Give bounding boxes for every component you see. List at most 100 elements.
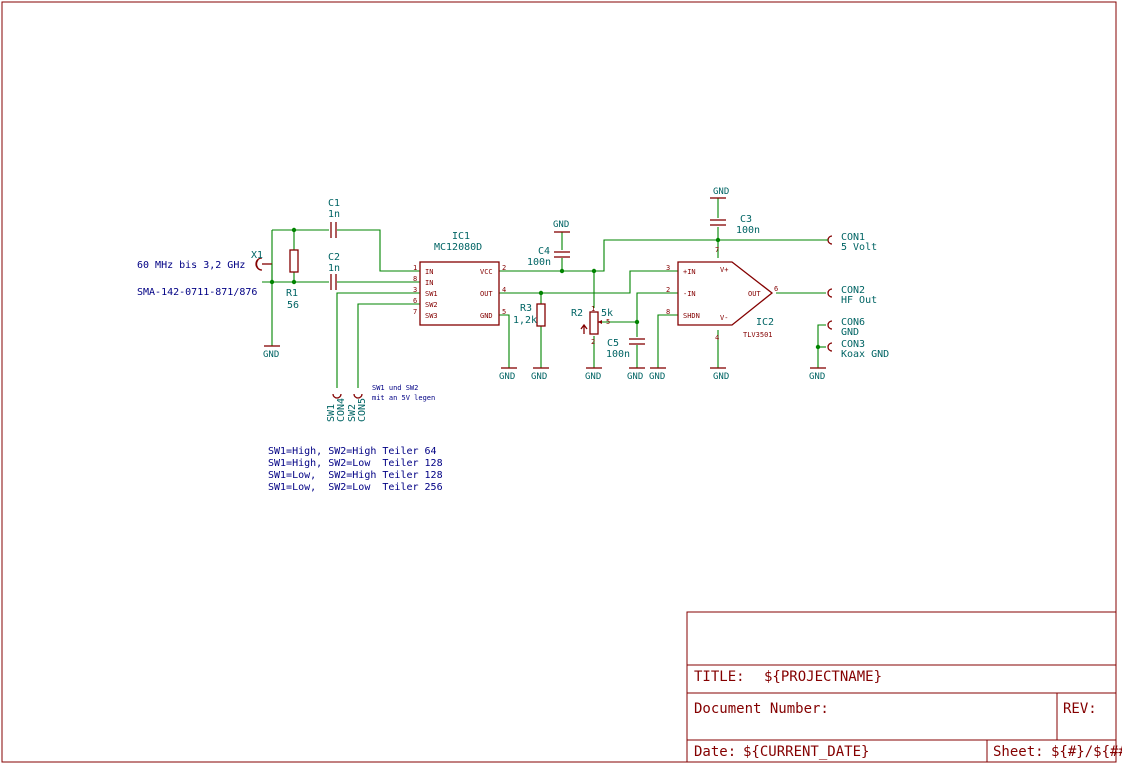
con2-ref: CON2 xyxy=(841,285,865,296)
con5-ref: CON5 xyxy=(357,398,368,422)
ic2-value: TLV3501 xyxy=(743,331,773,339)
r2-ref: R2 xyxy=(571,308,583,319)
freq-note: 60 MHz bis 3,2 GHz xyxy=(137,260,245,271)
svg-text:2: 2 xyxy=(502,264,506,272)
doc-number-label: Document Number: xyxy=(694,701,829,717)
svg-text:-IN: -IN xyxy=(683,290,696,298)
ic1-value: MC12080D xyxy=(434,242,482,253)
gnd-label-x1: GND xyxy=(263,350,279,360)
svg-text:SW3: SW3 xyxy=(425,312,438,320)
sw1-ref: SW1 xyxy=(326,404,337,422)
con6-ref: CON6 xyxy=(841,317,865,328)
svg-text:1: 1 xyxy=(591,305,595,313)
sheet-value: ${#}/${##} xyxy=(1051,744,1122,760)
gnd-label-c5: GND xyxy=(627,372,643,382)
date-label: Date: xyxy=(694,744,736,760)
svg-text:+IN: +IN xyxy=(683,268,696,276)
svg-text:V+: V+ xyxy=(720,266,728,274)
part-note: SMA-142-0711-871/876 xyxy=(137,287,257,298)
title-label: TITLE: xyxy=(694,669,745,685)
svg-text:8: 8 xyxy=(413,275,417,283)
divider-table-row: SW1=High, SW2=High Teiler 64 xyxy=(268,446,437,457)
ic1-prescaler: IC1 MC12080D 1 IN 8 IN 3 SW1 6 SW2 7 SW3… xyxy=(413,231,506,326)
svg-text:SW2: SW2 xyxy=(425,301,438,309)
svg-text:7: 7 xyxy=(715,246,719,254)
rev-label: REV: xyxy=(1063,701,1097,717)
con3-ref: CON3 xyxy=(841,339,865,350)
resistor-r1: R1 56 xyxy=(286,249,299,311)
gnd-label-c3: GND xyxy=(713,187,729,197)
gnd-label-c4: GND xyxy=(553,220,569,230)
capacitor-c4: C4 100n xyxy=(527,246,570,268)
divider-table-row: SW1=Low, SW2=Low Teiler 256 xyxy=(268,482,443,493)
svg-text:OUT: OUT xyxy=(748,290,761,298)
svg-text:IN: IN xyxy=(425,268,433,276)
svg-text:IN: IN xyxy=(425,279,433,287)
gnd-label-shdn: GND xyxy=(649,372,665,382)
svg-text:VCC: VCC xyxy=(480,268,493,276)
r3-ref: R3 xyxy=(520,303,532,314)
svg-text:SHDN: SHDN xyxy=(683,312,700,320)
c2-value: 1n xyxy=(328,263,340,274)
sheet-label: Sheet: xyxy=(993,744,1044,760)
con4-ref: CON4 xyxy=(336,398,347,422)
con1-label: 5 Volt xyxy=(841,242,877,253)
junctions xyxy=(269,227,821,350)
c2-ref: C2 xyxy=(328,252,340,263)
svg-text:7: 7 xyxy=(413,308,417,316)
gnd-label-r3: GND xyxy=(531,372,547,382)
svg-text:8: 8 xyxy=(666,308,670,316)
svg-text:3: 3 xyxy=(666,264,670,272)
wires xyxy=(262,198,826,388)
x1-connector: X1 xyxy=(251,250,273,282)
divider-table-row: SW1=High, SW2=Low Teiler 128 xyxy=(268,458,443,469)
svg-text:3: 3 xyxy=(413,286,417,294)
svg-text:5: 5 xyxy=(502,308,506,316)
svg-text:1: 1 xyxy=(413,264,417,272)
gnd-symbols xyxy=(264,197,826,369)
con1-ref: CON1 xyxy=(841,232,865,243)
gnd-label-ic2: GND xyxy=(713,372,729,382)
ic2-ref: IC2 xyxy=(756,317,774,328)
sw2-ref: SW2 xyxy=(347,404,358,422)
svg-text:SW1: SW1 xyxy=(425,290,438,298)
gnd-label-con: GND xyxy=(809,372,825,382)
svg-text:2: 2 xyxy=(666,286,670,294)
c5-value: 100n xyxy=(606,349,630,360)
connector-symbols xyxy=(332,235,833,399)
svg-text:5: 5 xyxy=(606,318,610,326)
ic1-ref: IC1 xyxy=(452,231,470,242)
c4-ref: C4 xyxy=(538,246,550,257)
capacitor-c3: C3 100n xyxy=(710,214,760,236)
sw-hint-1: SW1 und SW2 xyxy=(372,384,418,392)
ic2-comparator: IC2 TLV3501 3 +IN 2 -IN 8 SHDN 6 OUT 7 V… xyxy=(666,246,778,342)
potentiometer-r2: R2 5k 5 1 2 xyxy=(571,305,613,346)
svg-text:6: 6 xyxy=(774,285,778,293)
svg-text:2: 2 xyxy=(591,338,595,346)
c3-value: 100n xyxy=(736,225,760,236)
svg-text:4: 4 xyxy=(502,286,506,294)
c5-ref: C5 xyxy=(607,338,619,349)
r3-value: 1,2k xyxy=(513,315,537,326)
c1-value: 1n xyxy=(328,209,340,220)
c4-value: 100n xyxy=(527,257,551,268)
x1-ref: X1 xyxy=(251,250,263,261)
date-value: ${CURRENT_DATE} xyxy=(743,744,869,760)
gnd-label-r2: GND xyxy=(585,372,601,382)
r1-value: 56 xyxy=(287,300,299,311)
title-block xyxy=(686,611,1117,763)
con2-label: HF Out xyxy=(841,295,877,306)
capacitor-c5: C5 100n xyxy=(606,338,645,360)
r2-value: 5k xyxy=(601,308,613,319)
capacitor-c2: C2 1n xyxy=(328,252,340,290)
gnd-label-ic1: GND xyxy=(499,372,515,382)
c1-ref: C1 xyxy=(328,198,340,209)
svg-text:OUT: OUT xyxy=(480,290,493,298)
divider-table-row: SW1=Low, SW2=High Teiler 128 xyxy=(268,470,443,481)
r1-ref: R1 xyxy=(286,288,298,299)
sw-hint-2: mit an 5V legen xyxy=(372,394,435,402)
con6-label: GND xyxy=(841,327,859,338)
title-value: ${PROJECTNAME} xyxy=(764,669,882,685)
